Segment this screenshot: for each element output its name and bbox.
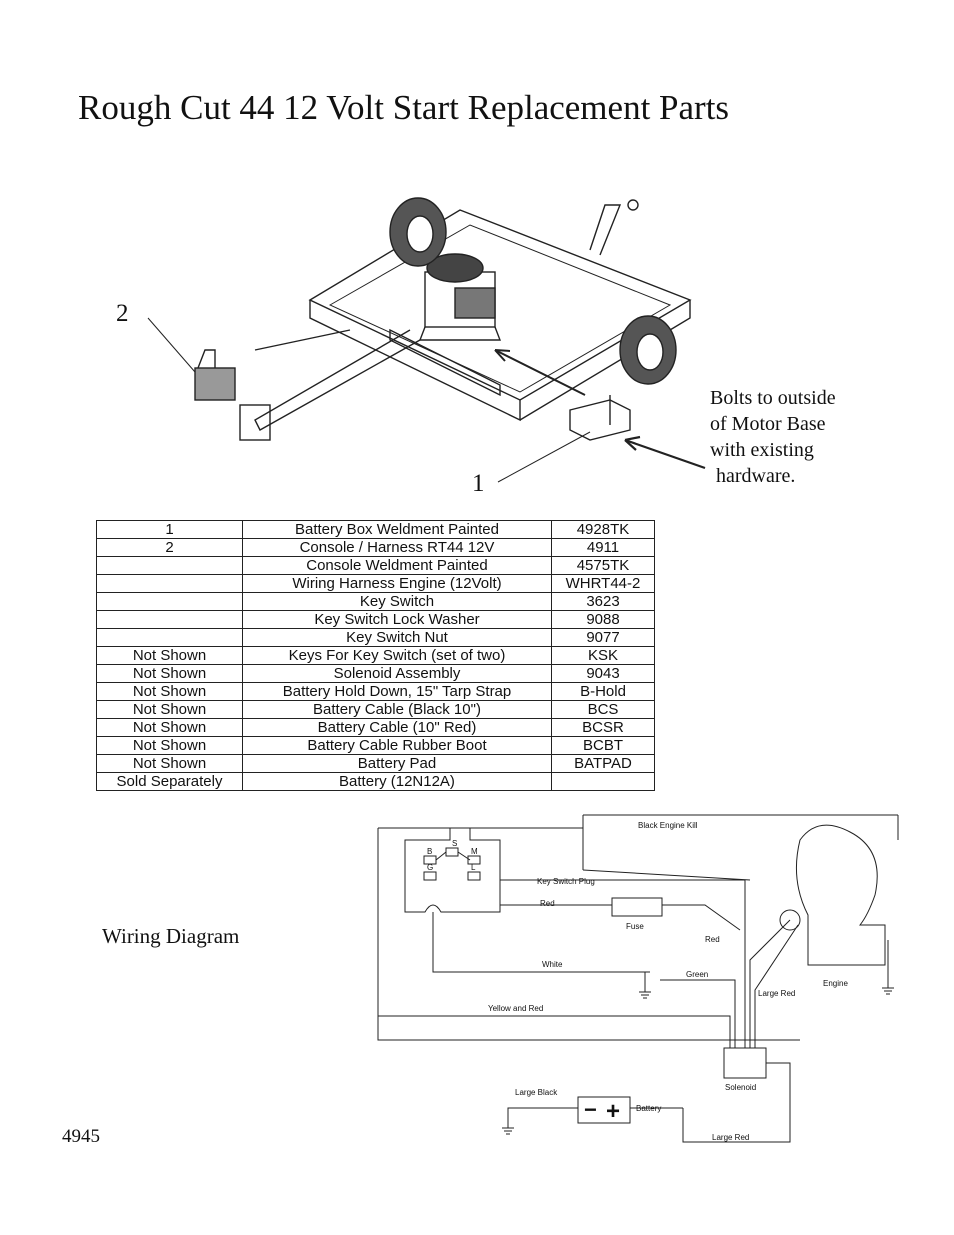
document-number: 4945	[62, 1126, 100, 1147]
terminal-m: M	[471, 847, 478, 856]
part-number-cell: 4575TK	[551, 556, 655, 575]
label-battery: Battery	[636, 1104, 661, 1113]
terminal-l: L	[471, 863, 476, 872]
battery-positive: +	[606, 1098, 620, 1125]
description-cell: Key Switch Nut	[242, 628, 552, 647]
description-cell: Battery Cable (10" Red)	[242, 718, 552, 737]
part-number-cell: BATPAD	[551, 754, 655, 773]
callout-2: 2	[116, 300, 129, 327]
part-number-cell	[551, 772, 655, 791]
ref-cell: 2	[96, 538, 243, 557]
ref-cell: Sold Separately	[96, 772, 243, 791]
description-cell: Console / Harness RT44 12V	[242, 538, 552, 557]
description-cell: Battery Pad	[242, 754, 552, 773]
part-number-cell: BCBT	[551, 736, 655, 755]
table-row: Wiring Harness Engine (12Volt)WHRT44-2	[96, 574, 655, 593]
label-large-red-mid: Large Red	[758, 989, 795, 998]
ref-cell: Not Shown	[96, 718, 243, 737]
wiring-labels: Black Engine Kill Key Switch Plug Red Fu…	[427, 821, 848, 1142]
note-line: Bolts to outside	[710, 387, 836, 409]
label-key-switch-plug: Key Switch Plug	[537, 877, 595, 886]
label-white: White	[542, 960, 563, 969]
ref-cell: Not Shown	[96, 736, 243, 755]
description-cell: Wiring Harness Engine (12Volt)	[242, 574, 552, 593]
description-cell: Key Switch Lock Washer	[242, 610, 552, 629]
wiring-diagram-label: Wiring Diagram	[102, 924, 240, 948]
part-number-cell: WHRT44-2	[551, 574, 655, 593]
part-number-cell: 4911	[551, 538, 655, 557]
ref-cell	[96, 610, 243, 629]
description-cell: Solenoid Assembly	[242, 664, 552, 683]
part-number-cell: 4928TK	[551, 520, 655, 539]
mower-illustration	[147, 197, 706, 483]
part-number-cell: 3623	[551, 592, 655, 611]
part-number-cell: B-Hold	[551, 682, 655, 701]
note-line: with existing	[710, 439, 814, 461]
ref-cell: Not Shown	[96, 682, 243, 701]
terminal-g: G	[427, 863, 433, 872]
ref-cell: Not Shown	[96, 754, 243, 773]
callout-1: 1	[472, 470, 485, 497]
ref-cell	[96, 592, 243, 611]
label-solenoid: Solenoid	[725, 1083, 756, 1092]
page-title: Rough Cut 44 12 Volt Start Replacement P…	[78, 88, 730, 127]
description-cell: Battery (12N12A)	[242, 772, 552, 791]
description-cell: Battery Hold Down, 15" Tarp Strap	[242, 682, 552, 701]
label-engine: Engine	[823, 979, 848, 988]
part-number-cell: 9043	[551, 664, 655, 683]
label-large-black: Large Black	[515, 1088, 558, 1097]
description-cell: Key Switch	[242, 592, 552, 611]
part-number-cell: KSK	[551, 646, 655, 665]
description-cell: Battery Box Weldment Painted	[242, 520, 552, 539]
label-green: Green	[686, 970, 708, 979]
mounting-note: Bolts to outside of Motor Base with exis…	[710, 385, 836, 489]
ref-cell: Not Shown	[96, 700, 243, 719]
note-line: of Motor Base	[710, 413, 826, 435]
description-cell: Battery Cable Rubber Boot	[242, 736, 552, 755]
label-red-right: Red	[705, 935, 720, 944]
terminal-b: B	[427, 847, 432, 856]
part-number-cell: BCS	[551, 700, 655, 719]
description-cell: Battery Cable (Black 10")	[242, 700, 552, 719]
label-black-engine-kill: Black Engine Kill	[638, 821, 698, 830]
ref-cell: Not Shown	[96, 646, 243, 665]
ref-cell: 1	[96, 520, 243, 539]
description-cell: Console Weldment Painted	[242, 556, 552, 575]
description-cell: Keys For Key Switch (set of two)	[242, 646, 552, 665]
ref-cell: Not Shown	[96, 664, 243, 683]
ref-cell	[96, 574, 243, 593]
ref-cell	[96, 628, 243, 647]
ref-cell	[96, 556, 243, 575]
part-number-cell: 9077	[551, 628, 655, 647]
label-fuse: Fuse	[626, 922, 644, 931]
label-red-top: Red	[540, 899, 555, 908]
label-large-red-bottom: Large Red	[712, 1133, 749, 1142]
label-yellow-and-red: Yellow and Red	[488, 1004, 543, 1013]
wiring-diagram	[377, 814, 899, 1143]
battery-negative: −	[584, 1097, 597, 1122]
part-number-cell: 9088	[551, 610, 655, 629]
terminal-s: S	[452, 839, 457, 848]
note-line: hardware.	[716, 465, 796, 487]
part-number-cell: BCSR	[551, 718, 655, 737]
